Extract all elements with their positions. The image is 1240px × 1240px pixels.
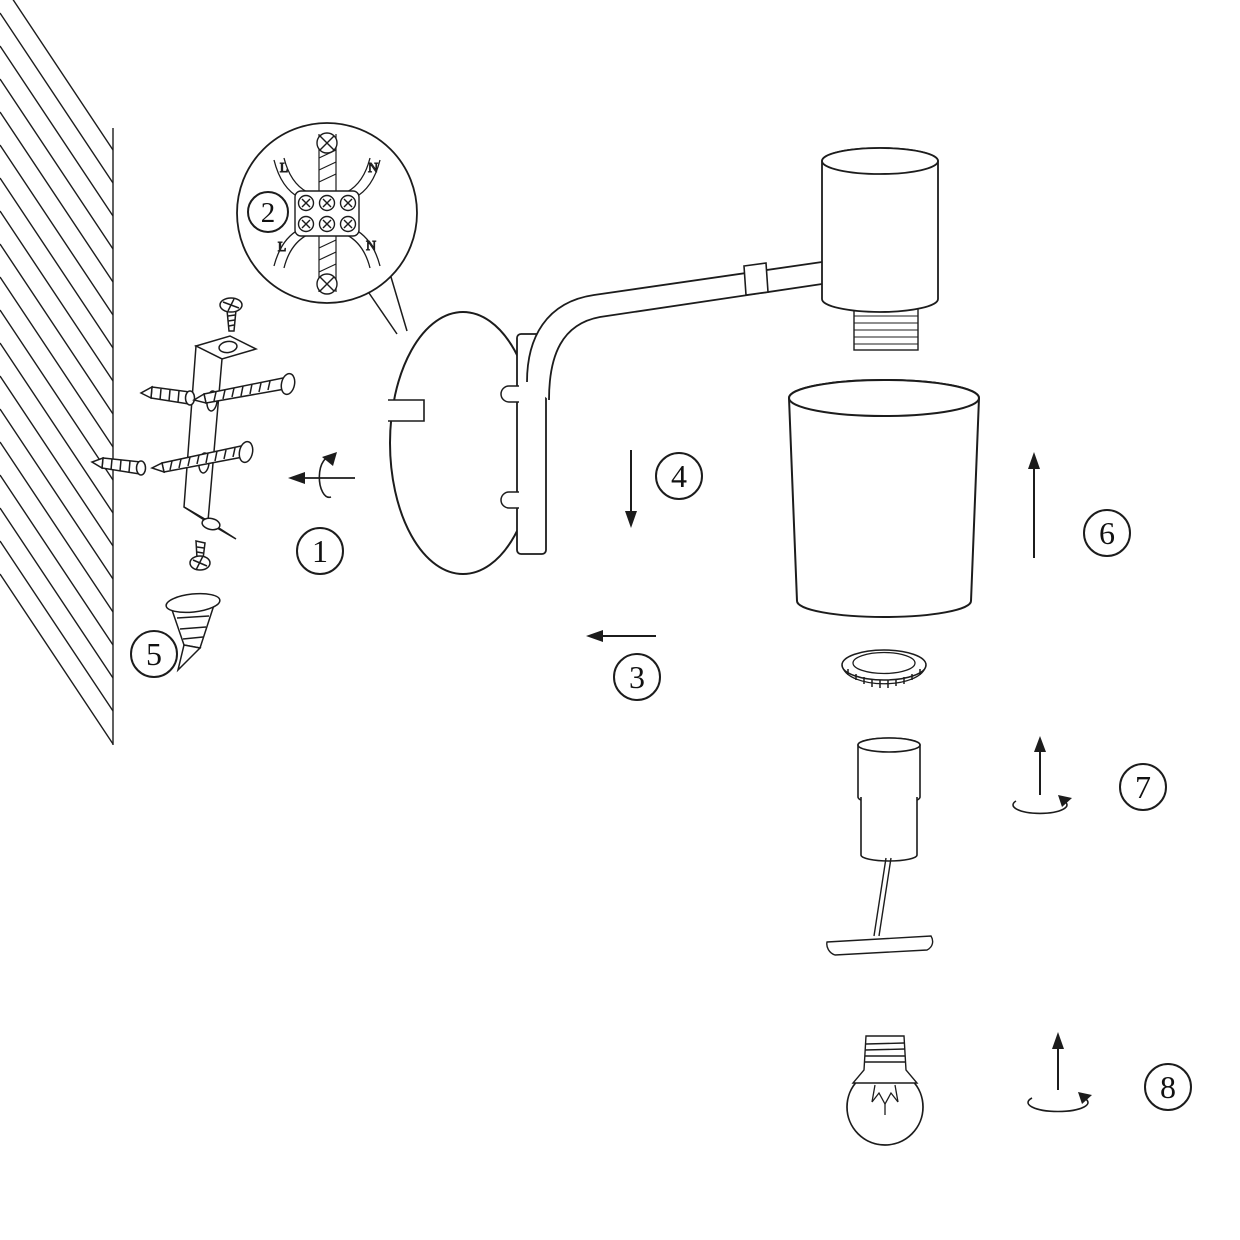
step-number-1: 1 [312, 533, 328, 569]
inner-sleeve-assembly [826, 737, 934, 956]
plate-clip-upper [500, 385, 519, 403]
arrow-step8-up-icon [1027, 1032, 1092, 1113]
wiring-label-neutral-top: N [368, 161, 378, 176]
twist-arrow-step8-icon [1027, 1097, 1089, 1113]
lamp-socket [821, 147, 939, 351]
wiring-label-live-bottom: L [278, 240, 287, 255]
step-number-5: 5 [146, 636, 162, 672]
step-badge-1: 1 [296, 527, 344, 575]
wall-hatching [0, 0, 114, 745]
step-number-7: 7 [1135, 769, 1151, 805]
pull-rod [873, 857, 892, 937]
step-badge-2: 2 [247, 191, 289, 233]
plate-notch [388, 399, 425, 422]
step-number-3: 3 [629, 659, 645, 695]
shade-top-rim [788, 379, 980, 417]
light-bulb-icon [846, 1035, 924, 1146]
wall-plug-step5-icon [165, 592, 221, 673]
bulb-filament [871, 1084, 899, 1115]
tee-foot [826, 935, 934, 956]
plate-clip-lower [500, 491, 519, 509]
step-badge-6: 6 [1083, 509, 1131, 557]
rotation-arrow-bracket-icon [288, 452, 355, 499]
arrow-step6-up-icon [1028, 452, 1040, 558]
twist-arrow-step7-icon [1012, 800, 1068, 815]
wiring-detail-bubble: L N L N [236, 122, 418, 335]
wall-screw-lower-icon [150, 440, 254, 474]
arrow-step4-down-icon [625, 450, 637, 528]
arrow-step7-up-icon [1012, 736, 1072, 815]
wall-plate [386, 311, 547, 575]
step-badge-7: 7 [1119, 763, 1167, 811]
step-badge-5: 5 [130, 630, 178, 678]
bracket-screw-bottom-icon [189, 540, 211, 571]
wiring-label-neutral-bottom: N [366, 239, 376, 254]
wall-bracket [183, 335, 259, 540]
lamp-arm [526, 261, 823, 401]
bulb-screw-base [851, 1035, 919, 1084]
wiring-label-live-top: L [280, 161, 289, 176]
step-number-8: 8 [1160, 1069, 1176, 1105]
step-badge-3: 3 [613, 653, 661, 701]
terminal-block [294, 190, 360, 237]
step-badge-4: 4 [655, 452, 703, 500]
wall-anchor-lower-icon [90, 456, 147, 476]
step-badge-8: 8 [1144, 1063, 1192, 1111]
strip-screw-bottom-icon [316, 273, 338, 295]
wall-screw-upper-icon [192, 372, 296, 405]
arm-collar [743, 262, 769, 296]
step-number-4: 4 [671, 458, 687, 494]
wall-anchor-upper-icon [139, 385, 196, 406]
lamp-shade [787, 379, 981, 618]
step-number-2: 2 [261, 197, 276, 229]
shade-ring [841, 649, 927, 688]
step-number-6: 6 [1099, 515, 1115, 551]
mounting-bracket-assembly [90, 297, 296, 571]
bracket-screw-top-icon [219, 297, 243, 332]
strip-screw-top-icon [316, 132, 338, 154]
arrow-step3-left-icon [586, 630, 656, 642]
socket-top-cap [821, 147, 939, 175]
